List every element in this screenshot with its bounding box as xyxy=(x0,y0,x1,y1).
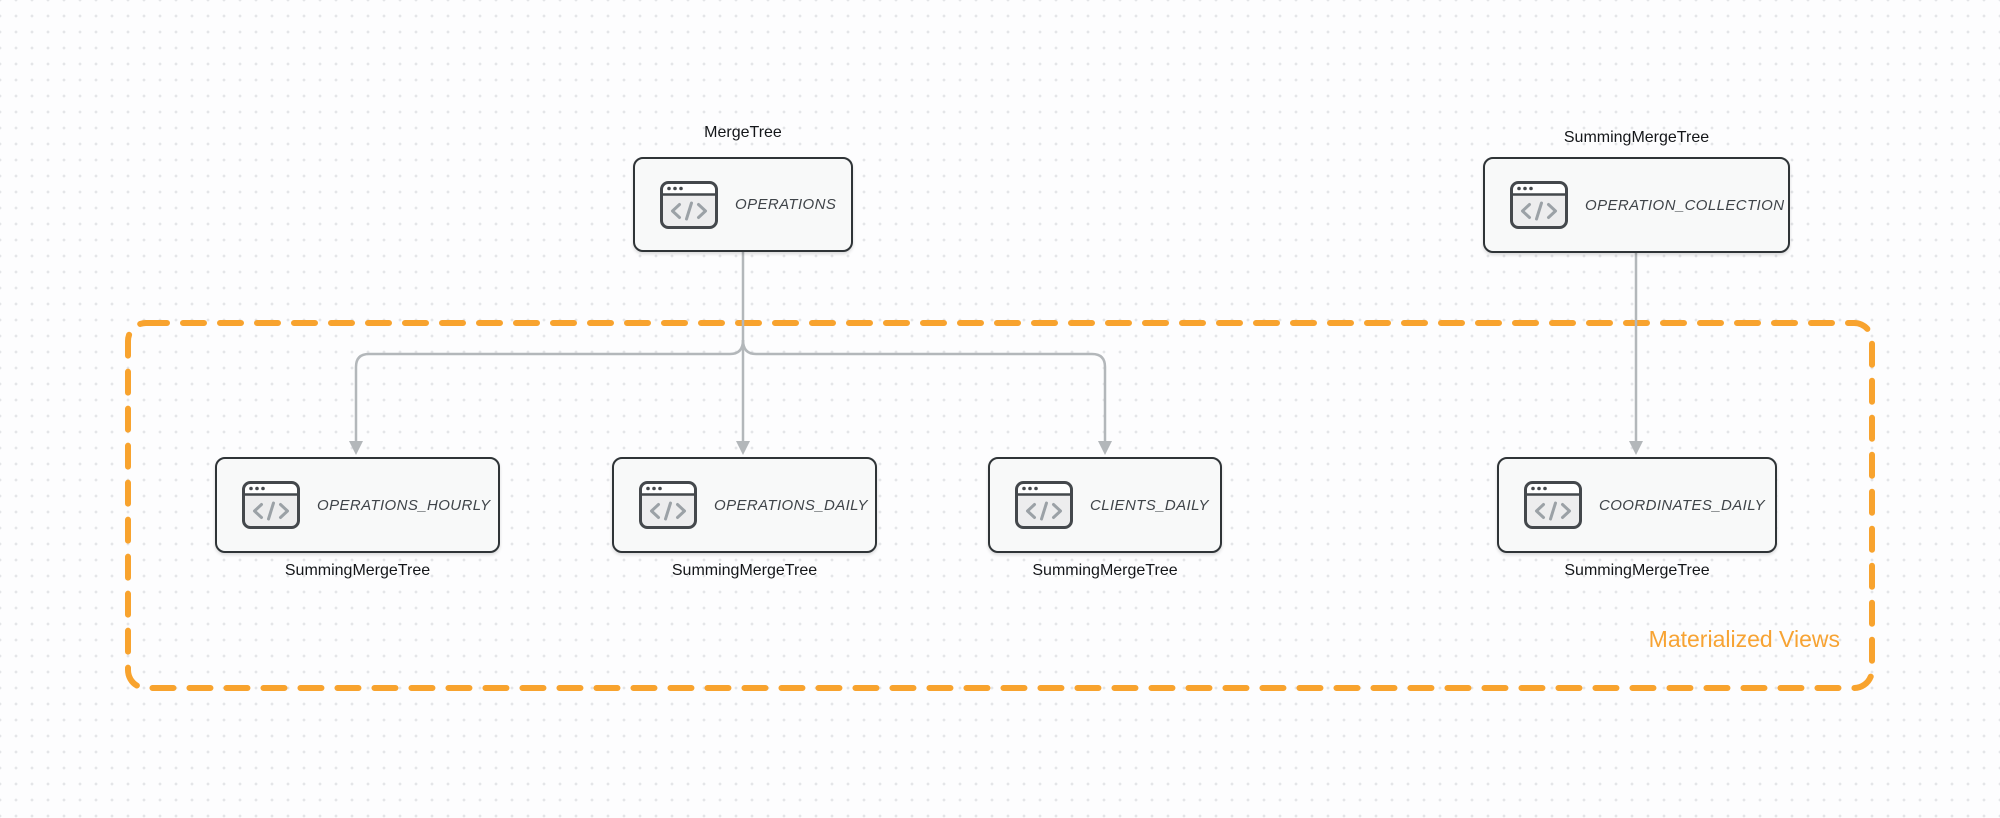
node-label: OPERATION_COLLECTION xyxy=(1585,196,1785,214)
engine-label-operations: MergeTree xyxy=(704,124,782,141)
engine-label-operations-hourly: SummingMergeTree xyxy=(284,562,431,579)
edge-operations-to-operations-hourly xyxy=(354,339,745,441)
node-operation-collection[interactable]: OPERATION_COLLECTION xyxy=(1483,157,1790,253)
arrowhead-operations-hourly xyxy=(349,441,363,455)
node-operations-daily[interactable]: OPERATIONS_DAILY xyxy=(612,457,877,553)
materialized-views-group-label: Materialized Views xyxy=(1648,626,1840,652)
engine-label-coordinates-daily: SummingMergeTree xyxy=(1564,562,1710,579)
node-operations-hourly[interactable]: OPERATIONS_HOURLY xyxy=(215,457,500,553)
engine-label-operations-daily: SummingMergeTree xyxy=(671,562,818,579)
node-label: COORDINATES_DAILY xyxy=(1599,496,1766,514)
node-operations[interactable]: OPERATIONS xyxy=(633,157,853,252)
arrowhead-coordinates-daily xyxy=(1629,441,1643,455)
node-clients-daily[interactable]: CLIENTS_DAILY xyxy=(988,457,1222,553)
code-window-icon xyxy=(1015,481,1073,529)
arrowhead-clients-daily xyxy=(1098,441,1112,455)
node-label: OPERATIONS_DAILY xyxy=(714,496,868,514)
engine-label-clients-daily: SummingMergeTree xyxy=(1032,562,1178,579)
code-window-icon xyxy=(1524,481,1582,529)
edge-operations-to-clients-daily xyxy=(741,339,1107,441)
code-window-icon xyxy=(242,481,300,529)
node-label: OPERATIONS xyxy=(735,196,837,213)
engine-label-operation-collection: SummingMergeTree xyxy=(1563,129,1710,146)
arrowhead-operations-daily xyxy=(736,441,750,455)
node-label: CLIENTS_DAILY xyxy=(1090,496,1209,514)
code-window-icon xyxy=(1510,181,1568,229)
code-window-icon xyxy=(639,481,697,529)
node-coordinates-daily[interactable]: COORDINATES_DAILY xyxy=(1497,457,1777,553)
code-window-icon xyxy=(660,180,718,229)
node-label: OPERATIONS_HOURLY xyxy=(317,496,491,514)
